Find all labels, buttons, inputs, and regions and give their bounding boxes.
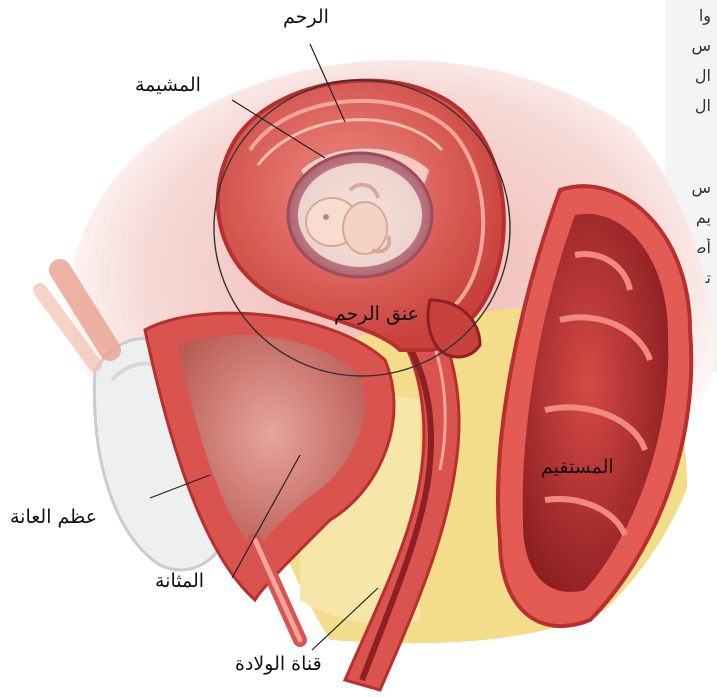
label-placenta: المشيمة	[135, 76, 201, 95]
label-bladder: المثانة	[155, 572, 204, 591]
label-rectum: المستقيم	[541, 458, 614, 477]
label-pubic-bone: عظم العانة	[10, 508, 97, 527]
label-uterus: الرحم	[283, 8, 329, 27]
label-cervix: عنق الرحم	[334, 305, 419, 324]
label-birth-canal: قناة الولادة	[235, 655, 322, 674]
